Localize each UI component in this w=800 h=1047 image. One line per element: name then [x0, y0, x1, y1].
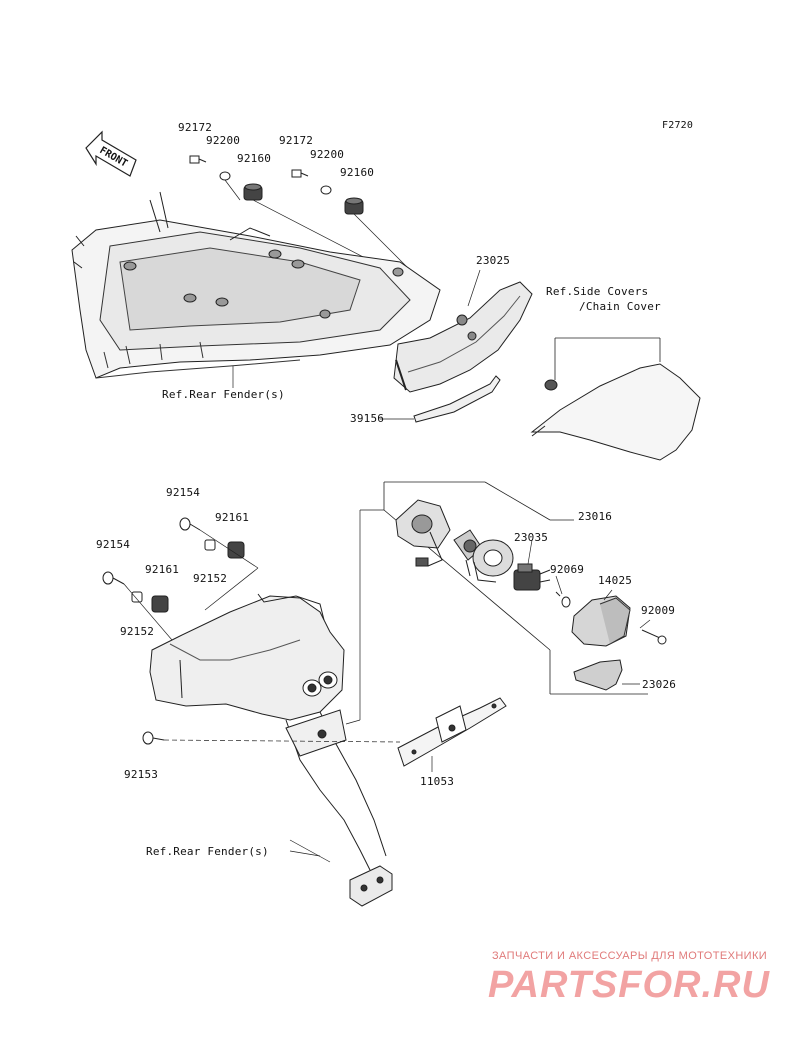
label-ref-rear-fender-bottom: Ref.Rear Fender(s) [146, 845, 269, 858]
label-92160-b: 92160 [340, 166, 375, 179]
bulb-92069 [555, 591, 571, 608]
rear-fender-bracket [149, 593, 393, 907]
label-92069: 92069 [550, 563, 585, 576]
bolt-92153 [142, 731, 165, 745]
rear-frame-assembly [71, 191, 441, 379]
label-92200-b: 92200 [310, 148, 345, 161]
connector-23035 [513, 563, 551, 591]
label-ref-side-covers-1: Ref.Side Covers [546, 285, 649, 298]
label-92154-b: 92154 [96, 538, 131, 551]
label-92160-a: 92160 [237, 152, 272, 165]
label-92152-b: 92152 [120, 625, 155, 638]
label-92161-a: 92161 [215, 511, 250, 524]
label-ref-rear-fender-top: Ref.Rear Fender(s) [162, 388, 285, 401]
label-14025: 14025 [598, 574, 633, 587]
reflector-23026 [573, 659, 623, 691]
label-92152-a: 92152 [193, 572, 228, 585]
grommet-92161-b [151, 595, 169, 613]
grommet-92160-a [243, 183, 263, 201]
label-23026: 23026 [642, 678, 677, 691]
label-92153: 92153 [124, 768, 159, 781]
label-23016: 23016 [578, 510, 613, 523]
label-23035: 23035 [514, 531, 549, 544]
washer-92200-a [219, 171, 231, 181]
bolt-92154-b [102, 571, 125, 585]
licence-bracket-11053 [397, 697, 507, 767]
label-92172-a: 92172 [178, 121, 213, 134]
label-ref-side-covers-2: /Chain Cover [579, 300, 661, 313]
screw-92009 [641, 629, 667, 645]
socket-base [395, 499, 451, 567]
watermark-logo: PARTSFOR.RU [488, 964, 770, 1006]
label-92009: 92009 [641, 604, 676, 617]
collar-92152-a [204, 539, 216, 551]
label-92172-b: 92172 [279, 134, 314, 147]
bolt-92172-b [291, 169, 309, 178]
lens-strip-39156 [413, 375, 501, 423]
bolt-92172-a [189, 155, 207, 164]
front-arrow-icon: FRONT [85, 130, 137, 177]
label-23025: 23025 [476, 254, 511, 267]
watermark-subtitle: ЗАПЧАСТИ И АКСЕССУАРЫ ДЛЯ МОТОТЕХНИКИ [492, 950, 768, 962]
lens-14025 [571, 595, 631, 647]
figure-code: F2720 [662, 120, 694, 131]
socket-23035 [472, 539, 514, 583]
label-39156: 39156 [350, 412, 385, 425]
grommet-92160-b [344, 197, 364, 215]
label-92200-a: 92200 [206, 134, 241, 147]
grommet-92161-a [227, 541, 245, 559]
label-92161-b: 92161 [145, 563, 180, 576]
taillight-23025 [393, 281, 533, 393]
side-cover-ref [530, 363, 701, 461]
collar-92152-b [131, 591, 143, 603]
label-92154-a: 92154 [166, 486, 201, 499]
bolt-92154-a [179, 517, 201, 531]
washer-92200-b [320, 185, 332, 195]
label-11053: 11053 [420, 775, 455, 788]
